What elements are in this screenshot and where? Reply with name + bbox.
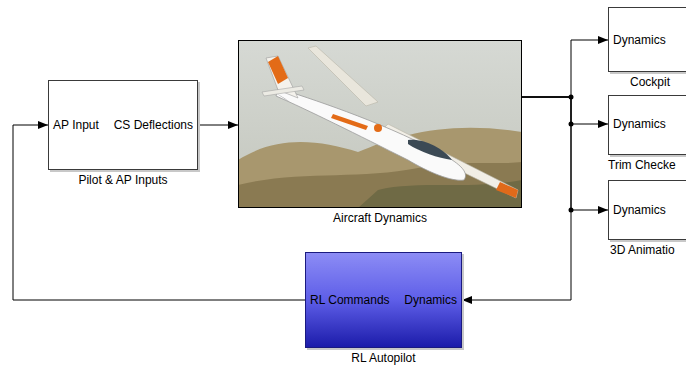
block-name: Cockpit xyxy=(630,75,670,89)
signal-line xyxy=(522,40,608,97)
block-name: RL Autopilot xyxy=(351,351,415,365)
block-name: Trim Checke xyxy=(608,158,676,172)
subsystem-block: Dynamics3D Animatio xyxy=(608,180,686,240)
subsystem-block: DynamicsCockpit xyxy=(608,7,686,72)
signal-line xyxy=(522,97,608,210)
block-name: Aircraft Dynamics xyxy=(333,211,427,225)
signal-line xyxy=(462,97,571,300)
subsystem-block: DynamicsTrim Checke xyxy=(608,95,686,155)
block-name: 3D Animatio xyxy=(610,243,675,257)
port-label: RL Commands xyxy=(310,293,390,307)
image-block: Aircraft Dynamics xyxy=(238,40,522,208)
subsystem-block: AP InputCS DeflectionsPilot & AP Inputs xyxy=(48,80,198,170)
port-label: Dynamics xyxy=(613,203,666,217)
port-label: CS Deflections xyxy=(114,118,193,132)
rl-agent-block: RL CommandsDynamicsRL Autopilot xyxy=(305,252,462,348)
block-name: Pilot & AP Inputs xyxy=(78,173,167,187)
port-label: Dynamics xyxy=(613,117,666,131)
signal-line xyxy=(522,97,608,124)
port-label: Dynamics xyxy=(613,33,666,47)
port-label: Dynamics xyxy=(404,293,457,307)
port-label: AP Input xyxy=(53,118,99,132)
signal-line xyxy=(198,125,238,126)
glider-photo xyxy=(238,40,522,208)
